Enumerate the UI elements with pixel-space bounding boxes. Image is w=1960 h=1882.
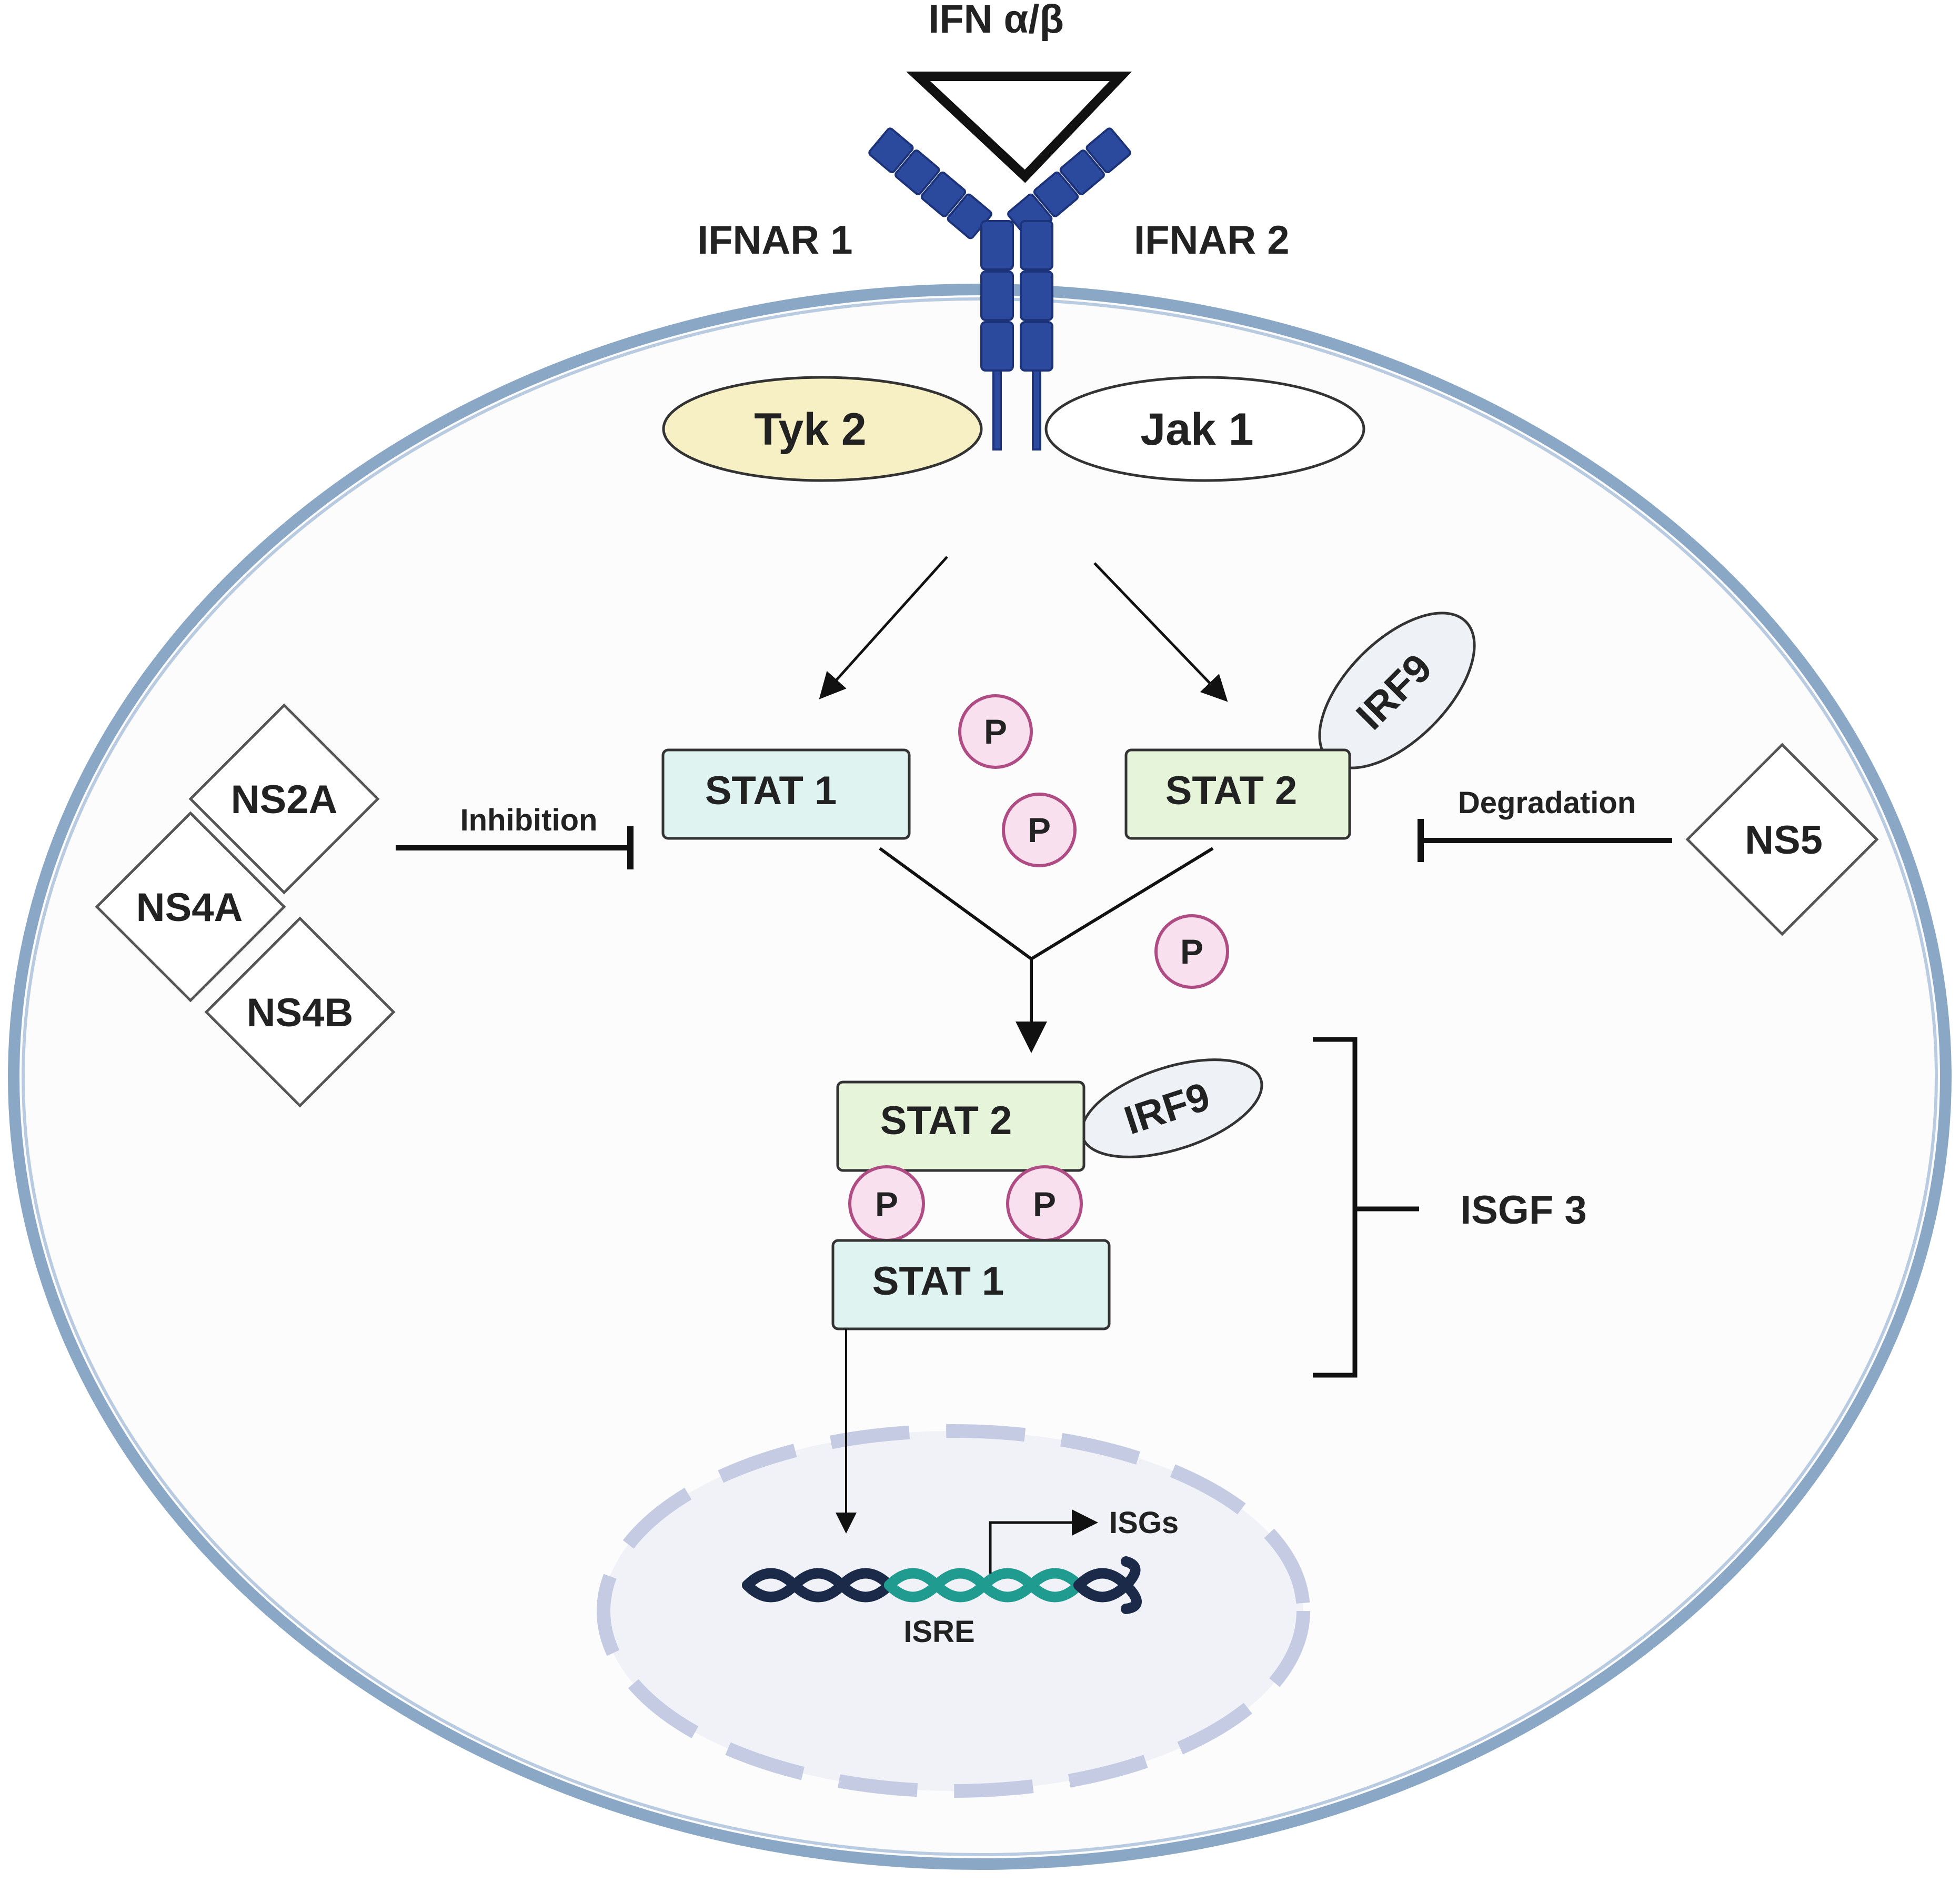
stat1-complex-label: STAT 1 — [872, 1259, 1004, 1304]
arrow-to-stat2 — [1093, 562, 1228, 702]
inhibition-label: Inhibition — [460, 803, 598, 837]
isre-label: ISRE — [903, 1615, 974, 1649]
phosphate-label: P — [1028, 810, 1051, 849]
isgf3-complex: IRF9 STAT 2 P P STAT 1 — [831, 1058, 1263, 1330]
ifnar1-stem-segment — [980, 220, 1014, 271]
phosphate: P — [1002, 793, 1077, 867]
dna-strand-dark — [1073, 1556, 1141, 1603]
phosphate-label: P — [1033, 1185, 1056, 1224]
ns4a-label: NS4A — [136, 885, 243, 930]
phosphate-circle — [1002, 793, 1077, 867]
ns5-label: NS5 — [1745, 818, 1823, 863]
ifnar1-tail — [992, 369, 1002, 451]
transcription-arrow — [989, 1509, 1098, 1574]
phosphate-complex: P — [1006, 1165, 1083, 1242]
phosphate: P — [958, 694, 1033, 769]
dna-strand-dark — [742, 1568, 894, 1603]
ns2a-label: NS2A — [231, 777, 338, 822]
phosphate-circle — [1154, 914, 1229, 989]
phosphate: P — [1154, 914, 1229, 989]
jak1-shape — [1044, 376, 1365, 482]
isgs-label: ISGs — [1109, 1506, 1179, 1540]
stat1-box — [661, 748, 911, 840]
jak1: Jak 1 — [1044, 376, 1365, 482]
ifn-label: IFN α/β — [928, 0, 1064, 42]
ns4b-diamond — [204, 916, 396, 1108]
ifnar1-stem-segment — [980, 321, 1014, 372]
nucleus — [597, 1424, 1310, 1798]
tyk2-label: Tyk 2 — [754, 404, 867, 455]
stat1-complex-box — [831, 1239, 1111, 1330]
ifnar2-arm-segment — [1059, 149, 1105, 195]
stat2-box — [1124, 748, 1351, 840]
tyk2: Tyk 2 — [662, 376, 983, 482]
ns5: NS5 — [1685, 743, 1879, 936]
jak1-label: Jak 1 — [1140, 404, 1253, 455]
phosphate-label: P — [984, 712, 1007, 751]
ifn-ligand: IFN α/β — [906, 0, 1132, 183]
stat1-cytoplasmic: STAT 1 — [661, 748, 911, 840]
ifnar1-arm-segment — [894, 149, 940, 195]
cell-membrane-inner — [22, 297, 1938, 1856]
ifnar1-arm-segment — [868, 127, 914, 174]
phosphate-circle — [958, 694, 1033, 769]
stat2-complex-box — [836, 1080, 1085, 1172]
tyk2-shape — [662, 376, 983, 482]
phosphate-label: P — [1180, 932, 1203, 971]
ifnar2-arm-segment — [1033, 171, 1079, 217]
ifnar2-stem-segment — [1020, 321, 1053, 372]
phosphate-label: P — [875, 1185, 898, 1224]
ns2a-diamond — [188, 703, 380, 895]
ifnar1-stem-segment — [980, 271, 1014, 321]
ns4a: NS4A — [95, 811, 286, 1003]
ns2a: NS2A — [188, 703, 380, 895]
ns4a-diamond — [95, 811, 286, 1003]
stat1-label: STAT 1 — [705, 768, 837, 813]
irf9-complex: IRF9 — [1080, 1058, 1263, 1158]
dna-strand-dark — [742, 1568, 894, 1603]
ifnar2-stem-segment — [1020, 220, 1053, 271]
ifnar1-arm-segment — [920, 171, 967, 217]
ifnar-receptor — [868, 127, 1131, 451]
irf9-upper: IRF9 — [1318, 612, 1476, 769]
stat2-label: STAT 2 — [1165, 768, 1298, 813]
isgf3-label: ISGF 3 — [1460, 1188, 1587, 1233]
ifnar2-arm-segment — [1085, 127, 1131, 174]
inhibition-connector: Inhibition — [396, 803, 634, 869]
ifnar2-stem-segment — [1020, 271, 1053, 321]
dna-helix-icon — [742, 1556, 1142, 1614]
dna-strand-teal — [884, 1568, 1084, 1603]
isgf3-bracket: ISGF 3 — [1313, 1037, 1587, 1378]
degradation-label: Degradation — [1458, 786, 1636, 820]
ns4b: NS4B — [204, 916, 396, 1108]
ifnar1-label: IFNAR 1 — [697, 218, 853, 263]
phosphate-complex: P — [848, 1165, 925, 1242]
stat1-complex: STAT 1 — [831, 1239, 1111, 1330]
stat2-complex: STAT 2 — [836, 1080, 1085, 1172]
ns5-diamond — [1685, 743, 1879, 936]
arrow-to-stat1 — [819, 556, 948, 699]
stat2-cytoplasmic: STAT 2 — [1124, 748, 1351, 840]
ifnar2-label: IFNAR 2 — [1134, 218, 1290, 263]
nucleus-body — [597, 1424, 1310, 1798]
degradation-connector: Degradation — [1418, 786, 1672, 862]
ifn-triangle-icon — [906, 72, 1132, 183]
stat2-complex-label: STAT 2 — [880, 1098, 1012, 1143]
ns4b-label: NS4B — [247, 990, 354, 1035]
ifnar2-tail — [1032, 369, 1041, 451]
